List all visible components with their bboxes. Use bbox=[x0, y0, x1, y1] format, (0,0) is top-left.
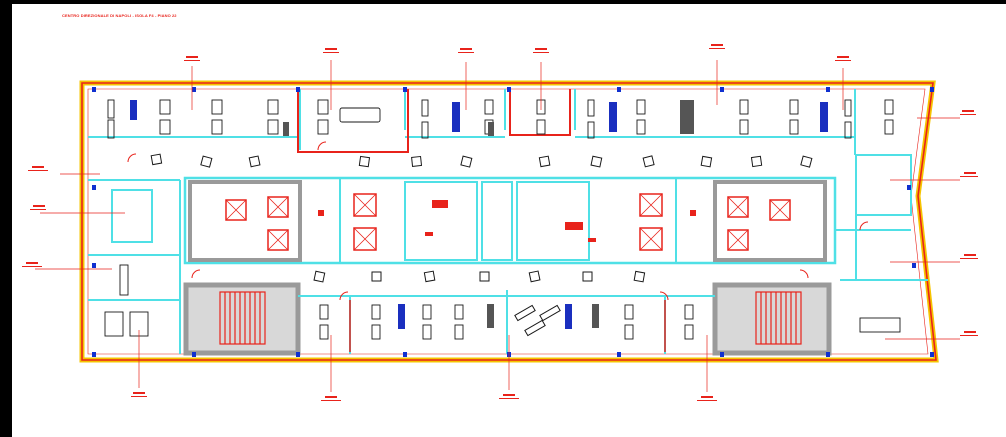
outer-wall bbox=[79, 80, 939, 363]
elevator-icon bbox=[353, 193, 377, 217]
hatched-items bbox=[283, 100, 694, 328]
desk-icon bbox=[317, 99, 329, 135]
chair-icon bbox=[565, 304, 572, 329]
chair-icon bbox=[358, 155, 371, 168]
desk-icon bbox=[319, 304, 329, 340]
chair-icon bbox=[398, 304, 405, 329]
desk-icon bbox=[422, 304, 432, 340]
desk-icon bbox=[339, 107, 381, 123]
drawing-title: CENTRO DIREZIONALE DI NAPOLI - ISOLA F4 … bbox=[62, 13, 177, 18]
chair-icon bbox=[460, 155, 473, 168]
column-icon bbox=[92, 87, 934, 92]
desk-icon bbox=[859, 317, 901, 333]
elevator-icon bbox=[639, 193, 663, 217]
column-icon bbox=[92, 185, 916, 268]
elevators bbox=[225, 193, 791, 251]
left-wing bbox=[88, 179, 181, 354]
building-core bbox=[183, 176, 837, 356]
elevator-icon bbox=[267, 229, 289, 251]
chair-icon bbox=[371, 271, 382, 282]
bottom-offices bbox=[298, 279, 928, 354]
stair-icon bbox=[219, 291, 266, 345]
leader-lines bbox=[35, 60, 960, 392]
chair-icon bbox=[130, 100, 137, 120]
desk-icon bbox=[104, 311, 149, 337]
chairs bbox=[150, 153, 813, 283]
desk-icon bbox=[119, 264, 129, 296]
stair-icon bbox=[755, 291, 802, 345]
desk-icon bbox=[587, 99, 595, 139]
desk-icon bbox=[454, 304, 464, 340]
bottom-tilted-desks bbox=[514, 304, 561, 337]
desk-icon bbox=[684, 304, 694, 340]
blue-chairs bbox=[130, 100, 828, 329]
chair-icon bbox=[479, 271, 490, 282]
desk-icon bbox=[211, 99, 223, 135]
columns bbox=[92, 87, 934, 357]
chair-icon bbox=[750, 155, 763, 168]
chair-icon bbox=[528, 270, 541, 283]
core-fixtures bbox=[318, 200, 696, 242]
chair-icon bbox=[150, 153, 163, 166]
desk-icon bbox=[371, 304, 381, 340]
chair-icon bbox=[800, 155, 813, 168]
chair-icon bbox=[248, 155, 261, 168]
elevator-icon bbox=[769, 199, 791, 221]
top-red-rooms bbox=[297, 89, 571, 153]
chair-icon bbox=[538, 155, 551, 168]
chair-icon bbox=[423, 270, 436, 283]
desk-icon bbox=[107, 99, 115, 139]
chair-icon bbox=[700, 155, 713, 168]
chair-icon bbox=[452, 102, 460, 132]
elevator-icon bbox=[639, 227, 663, 251]
desk-icon bbox=[739, 99, 749, 135]
chair-icon bbox=[642, 155, 655, 168]
elevator-icon bbox=[353, 227, 377, 251]
desks-bottom bbox=[104, 264, 901, 340]
desk-icon bbox=[421, 99, 429, 139]
desk-icon bbox=[159, 99, 171, 135]
chair-icon bbox=[200, 155, 213, 168]
right-wing bbox=[835, 154, 912, 280]
desk-icon bbox=[844, 99, 852, 139]
elevator-icon bbox=[727, 196, 749, 218]
chair-icon bbox=[590, 155, 603, 168]
callout-labels bbox=[22, 44, 978, 401]
desk-icon bbox=[624, 304, 634, 340]
chair-icon bbox=[820, 102, 828, 132]
desk-icon bbox=[267, 99, 279, 135]
chair-icon bbox=[411, 155, 423, 167]
chair-icon bbox=[313, 270, 326, 283]
door-swing-icon bbox=[127, 141, 869, 301]
elevator-icon bbox=[727, 229, 749, 251]
chair-icon bbox=[582, 271, 593, 282]
elevator-icon bbox=[267, 196, 289, 218]
top-offices bbox=[88, 89, 856, 155]
chair-icon bbox=[633, 270, 646, 283]
chair-icon bbox=[609, 102, 617, 132]
desk-icon bbox=[884, 99, 894, 135]
elevator-icon bbox=[225, 199, 247, 221]
bottom-red-walls bbox=[349, 300, 666, 352]
desks-top bbox=[107, 99, 894, 139]
desk-icon bbox=[636, 99, 646, 135]
desk-icon bbox=[789, 99, 799, 135]
